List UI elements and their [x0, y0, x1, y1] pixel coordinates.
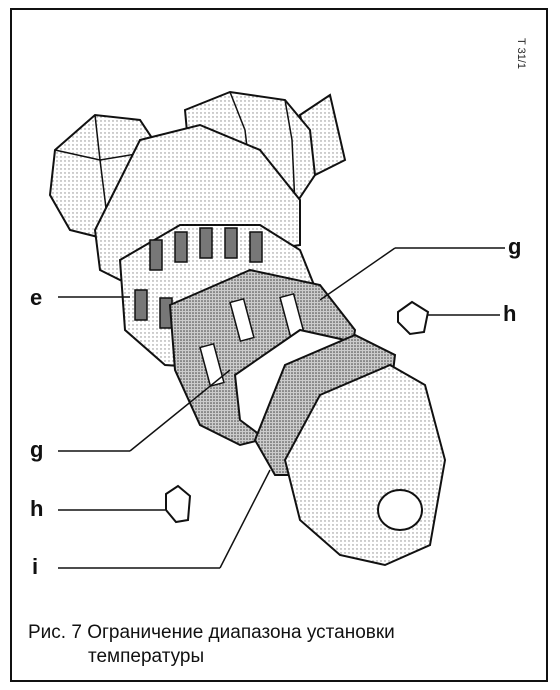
label-h-right: h: [503, 301, 517, 326]
figure-code: T 31/1: [515, 38, 527, 69]
leader-line-g-left-2: [129, 369, 231, 452]
label-h-left: h: [30, 496, 44, 521]
caption-line-1: Рис. 7 Ограничение диапазона установки: [28, 622, 395, 643]
leader-line-g-top-2: [319, 247, 396, 301]
label-e: e: [30, 285, 43, 310]
caption-line-2: температуры: [88, 646, 205, 667]
label-i: i: [32, 554, 39, 579]
label-g-top: g: [508, 234, 522, 259]
figure-caption: Рис. 7 Ограничение диапазона установки т…: [28, 621, 538, 669]
label-g-left: g: [30, 437, 44, 462]
pin-h-right: [397, 300, 430, 336]
pin-h-left: [165, 484, 192, 524]
leader-line-i-2: [219, 469, 271, 569]
thermostat-cap: [283, 363, 447, 567]
